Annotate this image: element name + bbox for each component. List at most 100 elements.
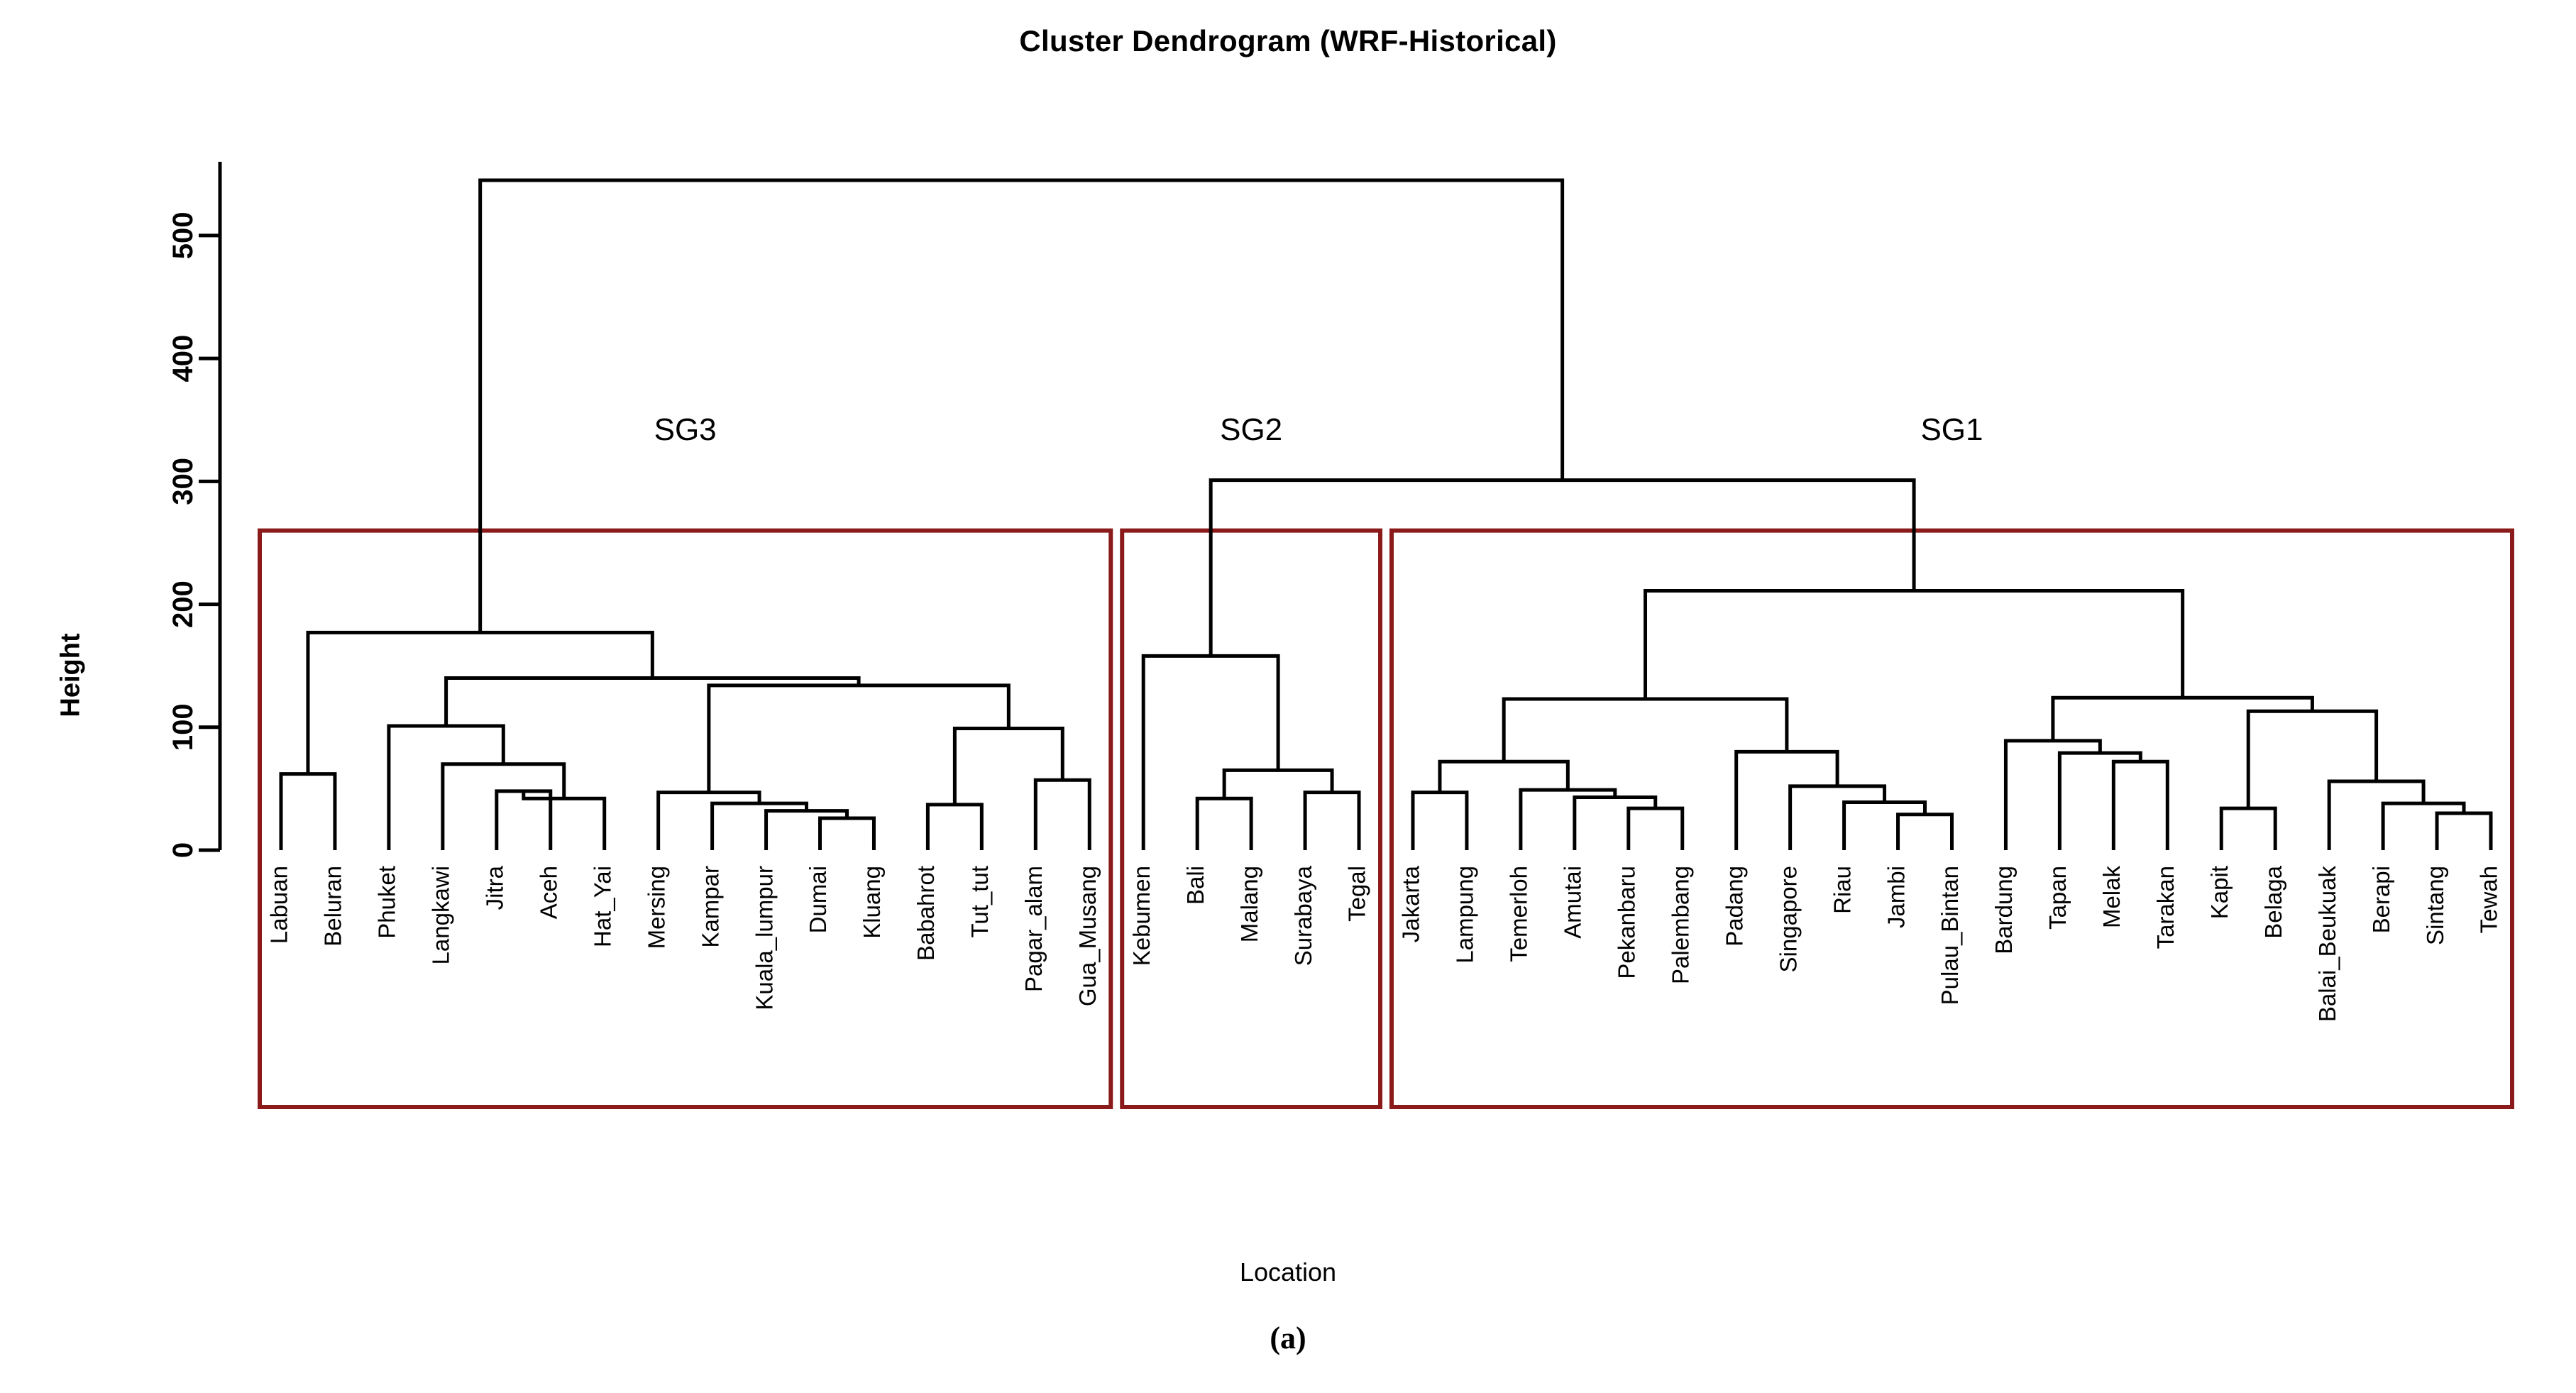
leaf-label: Palembang [1667,866,1693,984]
leaf-label: Tarakan [2152,866,2179,949]
dendrogram-link [1896,813,1954,850]
leaf-label: Bali [1182,866,1209,905]
leaf-label: Jambi [1883,866,1909,928]
figure-caption: (a) [1270,1321,1306,1355]
leaf-label: Kuala_lumpur [751,866,777,1011]
leaf-label: Lampung [1452,866,1478,964]
leaf-label: Belaga [2260,865,2286,938]
dendrogram-link [2003,739,2102,850]
leaf-label: Mersing [643,866,669,949]
dendrogram-link [2219,806,2277,850]
dendrogram-link [2246,709,2379,809]
leaf-label: Melak [2098,866,2125,929]
leaf-label: Pekanbaru [1613,866,1639,979]
dendrogram-link [522,791,607,850]
leaf-label: Gua_Musang [1074,866,1101,1006]
leaf-label: Riau [1829,866,1855,914]
leaf-label: Malang [1236,866,1262,942]
dendrogram-link [925,803,984,850]
cluster-labels-layer: SG3 SG2 SG1 [654,412,1983,447]
leaf-label: Surabaya [1290,865,1316,966]
leaf-label: Aceh [535,866,561,919]
dendrogram-link [710,801,809,850]
dendrogram-link [2051,695,2314,741]
leaf-label: Tewah [2476,866,2502,933]
dendrogram-link [1438,759,1570,793]
leaf-label: Beluran [320,866,346,947]
y-axis: 0 100 200 300 400 500 [167,162,222,858]
leaf-label: Babahrot [913,866,939,961]
cluster-label: SG2 [1220,412,1282,447]
leaf-label: Singapore [1775,866,1801,972]
cluster-box [1120,528,1383,1109]
leaf-label: Balai_Beukuak [2314,866,2340,1023]
leaf-label: Phuket [374,866,400,939]
dendrogram-link [1519,788,1617,850]
cluster-box [1389,528,2514,1109]
leaf-label: Kapit [2206,866,2233,919]
leaf-label: Sintang [2422,866,2448,945]
leaf-label: Kampar [697,866,723,948]
leaf-label: Dumai [805,866,831,933]
cluster-boxes-layer [258,528,2514,1109]
tree-links-layer [279,178,2493,850]
page-title: Cluster Dendrogram (WRF-Historical) [1019,24,1557,57]
leaf-label: Temerloh [1506,866,1532,962]
leaf-label: Hat_Yai [589,866,615,947]
dendrogram-link [1842,800,1927,850]
dendrogram-link [1195,796,1253,850]
leaf-label: Berapi [2368,866,2394,933]
dendrogram-link [1626,806,1685,850]
leaf-label: Kluang [859,866,885,939]
cluster-label: SG1 [1920,412,1983,447]
y-axis-tick-label: 400 [167,335,199,382]
leaf-label: Langkawi [428,866,454,964]
dendrogram-link [2327,779,2426,850]
leaf-label: Pagar_alam [1020,866,1047,992]
leaf-label: Jakarta [1398,865,1424,942]
leaf-label: Padang [1721,866,1747,947]
y-axis-tick-label: 500 [167,212,199,260]
leaf-label: Kebumen [1128,866,1155,966]
dendrogram-link [1573,795,1658,850]
dendrogram-link [1303,791,1361,850]
dendrogram-link [1411,791,1469,850]
dendrogram-link [1033,778,1091,850]
dendrogram-link [478,178,1565,633]
dendrogram-link [952,727,1064,805]
dendrogram-link [707,683,1011,793]
dendrogram-link [306,630,654,774]
dendrogram-link [1222,768,1334,799]
x-axis-title: Location [1239,1257,1337,1287]
dendrogram-link [387,724,505,850]
dendrogram-link [1209,478,1916,656]
leaf-label: Tut_tut [967,866,993,938]
leaf-labels-layer: Labuan Beluran Phuket Langkawi Jitra Aceh Hat_… [266,865,2502,1022]
dendrogram-link [1734,749,1839,850]
y-axis-tick-label: 200 [167,580,199,628]
leaf-label: Amutai [1560,866,1586,939]
dendrogram-link [656,791,761,850]
cluster-box [258,528,1113,1109]
leaf-label: Tapan [2044,866,2071,930]
leaf-label: Labuan [266,866,292,944]
leaf-label: Jitra [482,865,508,910]
dendrogram-link [279,772,337,850]
y-axis-tick-label: 100 [167,703,199,751]
dendrogram-link [2111,759,2169,850]
dendrogram-link [1644,589,2185,699]
dendrogram-link [818,816,876,850]
leaf-label: Pulau_Bintan [1937,866,1963,1005]
dendrogram-link [441,762,566,850]
leaf-label: Tegal [1344,866,1370,922]
dendrogram-link [2057,751,2142,850]
dendrogram-link [2381,801,2466,850]
y-axis-tick-label: 0 [167,842,199,858]
dendrogram-link [2435,811,2493,850]
dendrogram-link [1788,784,1887,850]
dendrogram-link [1141,654,1280,850]
y-axis-tick-label: 300 [167,458,199,505]
cluster-label: SG3 [654,412,717,447]
